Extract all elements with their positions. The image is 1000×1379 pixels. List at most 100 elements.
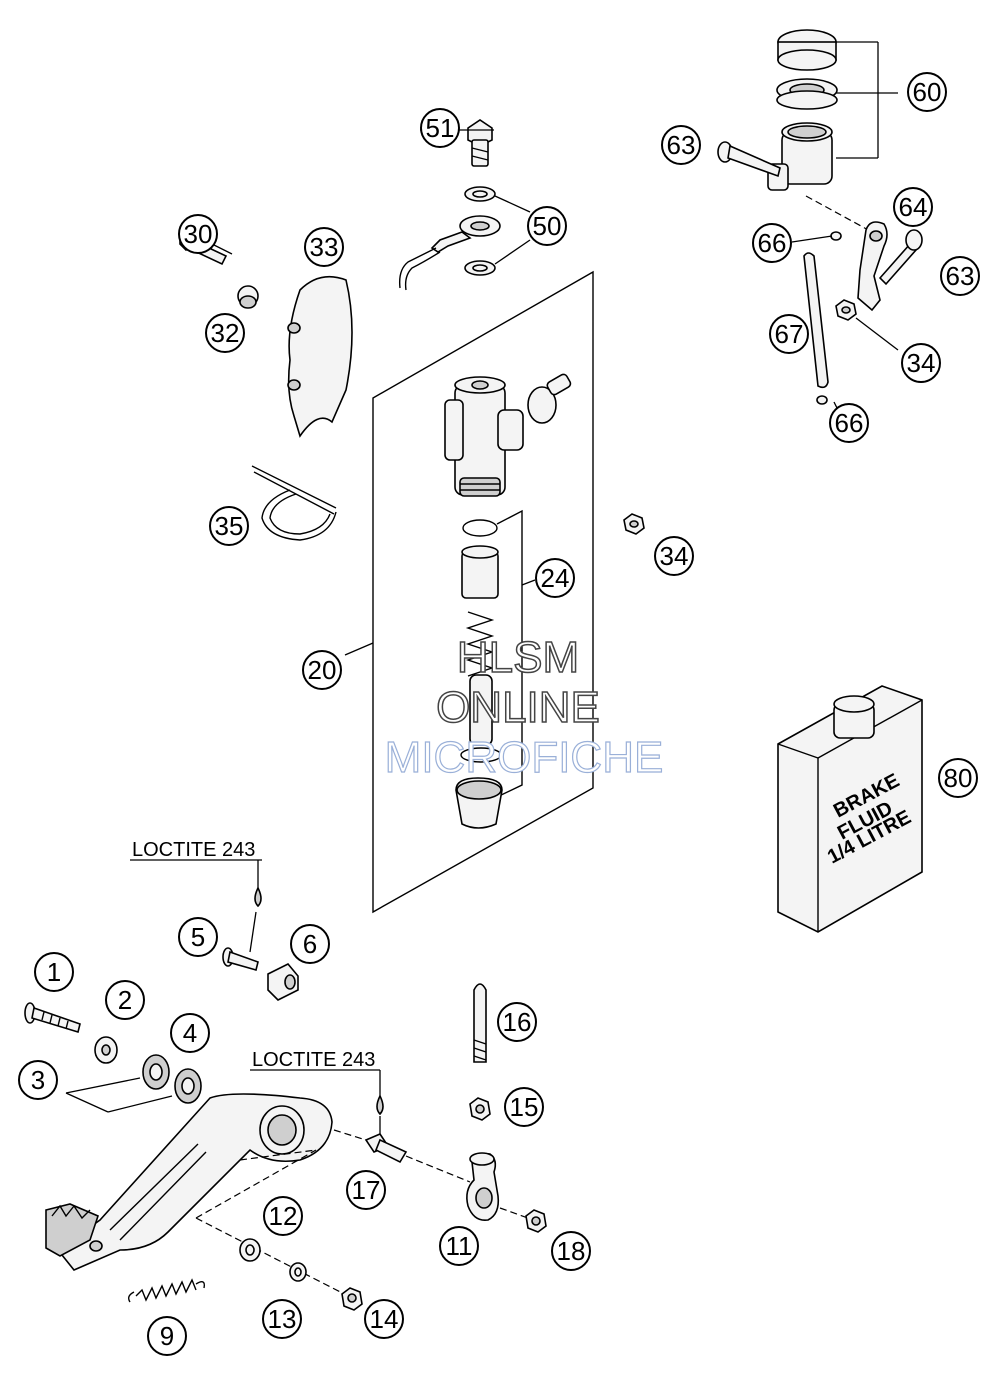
- callout-64: 64: [893, 187, 933, 227]
- callout-5-text: 5: [191, 922, 205, 952]
- callout-16-text: 16: [503, 1007, 532, 1037]
- callout-80-text: 80: [944, 763, 973, 793]
- callout-63-right: 63: [940, 256, 980, 296]
- callout-11-text: 11: [446, 1231, 473, 1261]
- callout-33-text: 33: [310, 232, 339, 262]
- callout-51-text: 51: [426, 113, 455, 143]
- loctite-label-bottom: LOCTITE 243: [252, 1049, 375, 1071]
- callout-1-text: 1: [47, 957, 61, 987]
- master-cylinder-box: [344, 270, 594, 914]
- callout-60-text: 60: [913, 77, 942, 107]
- callout-13-text: 13: [268, 1304, 297, 1334]
- callout-14: 14: [364, 1299, 404, 1339]
- callout-9-text: 9: [160, 1321, 174, 1351]
- piston-kit: [455, 519, 503, 829]
- callout-32-text: 32: [211, 318, 240, 348]
- callout-32: 32: [205, 313, 245, 353]
- callout-9: 9: [147, 1316, 187, 1356]
- callout-63-left: 63: [661, 125, 701, 165]
- pivot-bolt-small: [222, 947, 259, 971]
- callout-64-text: 64: [899, 192, 928, 222]
- pedal-pivot-bolt: [24, 1002, 81, 1034]
- callout-11: 11: [439, 1226, 479, 1266]
- callout-13: 13: [262, 1299, 302, 1339]
- callout-4: 4: [170, 1013, 210, 1053]
- master-cylinder-body: [444, 376, 524, 497]
- banjo-bolt: [467, 119, 493, 167]
- callout-3: 3: [18, 1060, 58, 1100]
- callout-33: 33: [304, 227, 344, 267]
- callout-63-right-text: 63: [946, 261, 975, 291]
- cable-tie: [251, 465, 337, 541]
- bracket-screw: [878, 229, 923, 286]
- callout-34-top-text: 34: [907, 348, 936, 378]
- reservoir: [767, 29, 898, 191]
- callout-50-text: 50: [533, 211, 562, 241]
- callout-20-text: 20: [308, 655, 337, 685]
- callout-63-left-text: 63: [667, 130, 696, 160]
- push-rod: [473, 983, 487, 1063]
- brake-fluid-can: BRAKE FLUID 1/4 LITRE: [777, 685, 923, 933]
- callout-66-top: 66: [752, 223, 792, 263]
- sealing-washers: [464, 186, 531, 276]
- loctite-note-bottom: LOCTITE 243: [250, 1049, 384, 1136]
- bracket-nut: [835, 299, 899, 351]
- callout-66-bottom-text: 66: [835, 408, 864, 438]
- spacer-bushing: [267, 963, 299, 1001]
- callout-6-text: 6: [303, 929, 317, 959]
- callout-18: 18: [551, 1231, 591, 1271]
- loctite-note-top: LOCTITE 243: [130, 839, 262, 953]
- watermark: HLSM ONLINE MICROFICHE: [384, 632, 664, 782]
- callout-15: 15: [504, 1087, 544, 1127]
- clevis: [466, 1152, 500, 1222]
- return-spring: [127, 1278, 206, 1303]
- brake-hose: [398, 215, 501, 291]
- callout-34-top: 34: [901, 343, 941, 383]
- guard-nut: [237, 285, 259, 309]
- flange-nut: [623, 513, 645, 535]
- callout-60: 60: [907, 72, 947, 112]
- callout-66-bottom: 66: [829, 403, 869, 443]
- reservoir-bracket: [857, 221, 888, 312]
- pivot-washer: [94, 1036, 118, 1064]
- callout-3-text: 3: [31, 1065, 45, 1095]
- watermark-line-2: ONLINE: [436, 683, 600, 732]
- brake-pedal: [45, 1093, 333, 1271]
- callout-1: 1: [34, 952, 74, 992]
- reservoir-screw: [717, 141, 781, 178]
- callout-34-middle-text: 34: [660, 541, 689, 571]
- callout-67-text: 67: [775, 319, 804, 349]
- callout-30: 30: [178, 214, 218, 254]
- pushrod-pin: [364, 1133, 408, 1164]
- clevis-bolt: [525, 1209, 547, 1233]
- watermark-line-3: MICROFICHE: [385, 733, 664, 782]
- callout-17: 17: [346, 1170, 386, 1210]
- callout-20: 20: [302, 650, 342, 690]
- callout-17-text: 17: [352, 1175, 381, 1205]
- callout-67: 67: [769, 314, 809, 354]
- pedal-nut: [341, 1287, 363, 1311]
- reservoir-hose: [803, 231, 842, 405]
- master-cylinder-guard: [287, 275, 353, 438]
- callout-51: 51: [420, 108, 460, 148]
- callout-5: 5: [178, 917, 218, 957]
- elbow-fitting: [527, 373, 572, 424]
- callout-34-middle: 34: [654, 536, 694, 576]
- callout-4-text: 4: [183, 1018, 197, 1048]
- callout-24: 24: [535, 558, 575, 598]
- loctite-label-top: LOCTITE 243: [132, 839, 255, 861]
- callout-12-text: 12: [269, 1201, 298, 1231]
- pedal-washer: [239, 1238, 261, 1262]
- callout-50: 50: [527, 206, 567, 246]
- callout-16: 16: [497, 1002, 537, 1042]
- callout-6: 6: [290, 924, 330, 964]
- callout-15-text: 15: [510, 1092, 539, 1122]
- callout-2-text: 2: [118, 985, 132, 1015]
- callout-66-top-text: 66: [758, 228, 787, 258]
- callout-18-text: 18: [557, 1236, 586, 1266]
- callout-12: 12: [263, 1196, 303, 1236]
- callout-35-text: 35: [215, 511, 244, 541]
- lock-washer: [289, 1262, 307, 1282]
